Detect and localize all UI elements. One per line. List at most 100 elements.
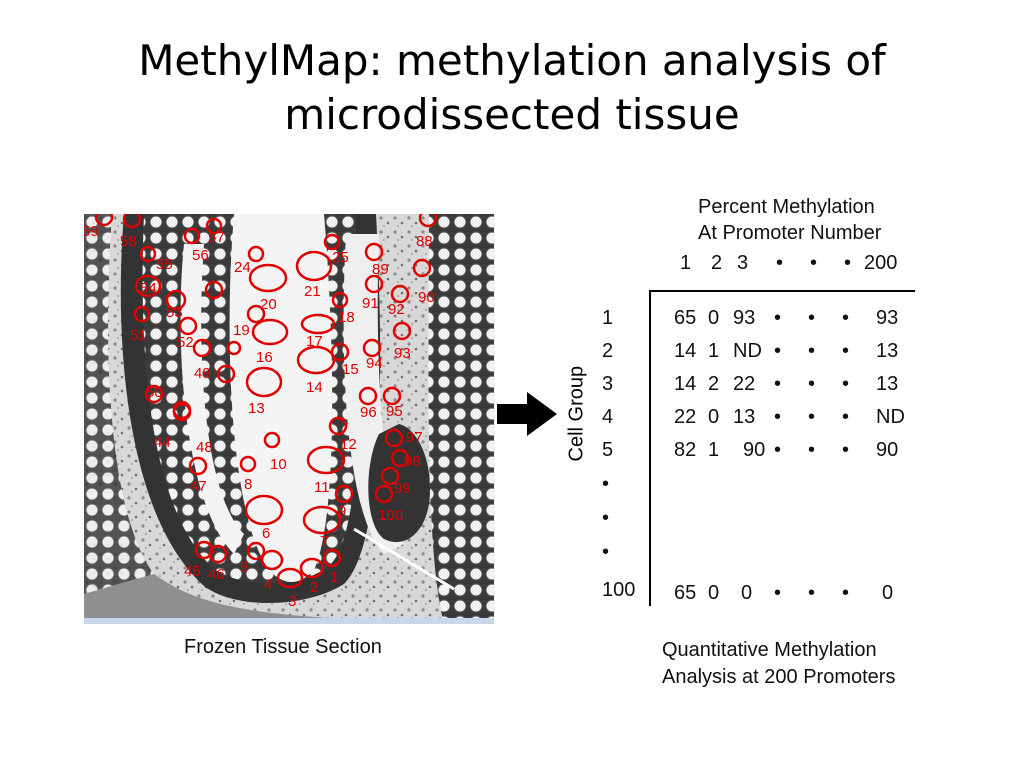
microdissection-circle [245, 366, 283, 398]
microdissection-circle [323, 233, 341, 251]
cell-group-row-label: 2 [602, 340, 614, 362]
microdissection-circle [172, 400, 192, 420]
cell-group-number-label: 7 [320, 533, 328, 550]
methylation-value-cell: 13 [876, 373, 899, 395]
promoter-column-header: 2 [711, 252, 723, 274]
cell-group-number-label: 95 [386, 403, 403, 420]
methylation-value-cell: • [808, 406, 816, 428]
cell-group-number-label: 10 [270, 456, 287, 473]
cell-group-number-label: 46 [208, 566, 225, 583]
cell-group-number-label: 1 [330, 569, 338, 586]
microdissection-circle [165, 289, 187, 311]
microdissection-circle [392, 321, 412, 341]
methylation-value-cell: 1 [708, 439, 720, 461]
microdissection-circle [276, 567, 304, 589]
cell-group-number-label: 51 [130, 327, 147, 344]
microdissection-circle [226, 340, 242, 356]
cell-group-number-label: 88 [416, 233, 433, 250]
methylation-value-cell: 0 [741, 582, 753, 604]
methylation-value-cell: • [808, 439, 816, 461]
methylation-value-cell: 14 [674, 373, 697, 395]
cell-group-row-label: 5 [602, 439, 614, 461]
cell-group-number-label: 9 [338, 503, 346, 520]
methylation-value-cell: • [774, 307, 782, 329]
cell-group-number-label: 44 [154, 434, 171, 451]
methylation-value-cell: 22 [733, 373, 756, 395]
promoter-column-header: • [844, 252, 852, 274]
microdissection-circle [418, 214, 438, 228]
promoter-column-header: • [776, 252, 784, 274]
microdissection-circle [188, 456, 208, 476]
methylation-value-cell: 93 [733, 307, 756, 329]
cell-group-number-label: 90 [418, 289, 435, 306]
methylation-value-cell: • [774, 340, 782, 362]
microdissection-circle [382, 386, 402, 406]
cell-group-number-label: 3 [288, 593, 296, 610]
methylation-value-cell: 90 [876, 439, 899, 461]
methylation-value-cell: 22 [674, 406, 697, 428]
cell-group-number-label: 56 [192, 247, 209, 264]
microdissection-circle [122, 214, 142, 229]
cell-group-number-label: 48 [196, 439, 213, 456]
methylation-value-cell: 13 [733, 406, 756, 428]
microdissection-circle [247, 245, 265, 263]
methylation-value-cell: 0 [708, 582, 720, 604]
cell-group-number-label: 14 [306, 379, 323, 396]
promoter-column-header: 200 [864, 252, 898, 274]
cell-group-number-label: 98 [404, 453, 421, 470]
methylation-value-cell: • [774, 582, 782, 604]
methylation-value-cell: 90 [743, 439, 766, 461]
microdissection-circle [334, 484, 354, 504]
microdissection-circle [192, 338, 212, 358]
title-line-1: MethylMap: methylation analysis of [138, 36, 886, 85]
microdissection-circle [374, 484, 394, 504]
slide-title: MethylMap: methylation analysis of micro… [0, 34, 1024, 142]
methylation-value-cell: • [842, 373, 850, 395]
methylation-value-cell: • [808, 373, 816, 395]
methylation-value-cell: 14 [674, 340, 697, 362]
cell-group-number-label: 45 [184, 563, 201, 580]
table-vertical-rule [649, 290, 651, 606]
microdissection-circle [139, 245, 157, 263]
cell-group-number-label: 11 [314, 479, 330, 496]
cell-group-number-label: 17 [306, 333, 323, 350]
microdissection-circle [260, 549, 284, 571]
microdissection-circle [205, 217, 223, 235]
cell-group-number-label: 54 [140, 280, 157, 297]
cell-group-number-label: 21 [304, 283, 321, 300]
methylation-value-cell: 93 [876, 307, 899, 329]
microdissection-circle [328, 416, 348, 436]
methylation-value-cell: • [808, 340, 816, 362]
methylation-value-cell: • [842, 582, 850, 604]
methylation-value-cell: • [774, 439, 782, 461]
table-horizontal-rule [649, 290, 915, 292]
microdissection-circle [216, 364, 236, 384]
methylation-value-cell: 1 [708, 340, 720, 362]
microdissection-circle [331, 291, 349, 309]
methylation-value-cell: • [774, 406, 782, 428]
cell-group-number-label: 49 [194, 365, 211, 382]
cell-group-number-label: 55 [156, 256, 173, 273]
cell-group-number-label: 47 [190, 478, 207, 495]
microdissection-circle [412, 258, 432, 278]
methylation-value-cell: 65 [674, 307, 697, 329]
microdissection-circle [263, 431, 281, 449]
table-header-line-1: Percent Methylation [698, 196, 875, 218]
cell-group-row-label: • [602, 541, 610, 563]
microdissection-circle [364, 274, 384, 294]
methylation-value-cell: 0 [882, 582, 894, 604]
cell-group-number-label: 100 [378, 507, 403, 524]
methylation-value-cell: • [808, 307, 816, 329]
methylation-value-cell: 0 [708, 307, 720, 329]
cell-group-number-label: 52 [177, 334, 194, 351]
methylation-value-cell: • [842, 340, 850, 362]
quantitative-caption: Quantitative Methylation Analysis at 200… [662, 637, 895, 691]
microdissection-circle [239, 455, 257, 473]
microdissection-circle [244, 494, 284, 526]
microdissection-circle [358, 386, 378, 406]
quantitative-caption-line-2: Analysis at 200 Promoters [662, 666, 896, 688]
methylation-value-cell: • [842, 439, 850, 461]
cell-group-row-label: • [602, 507, 610, 529]
microdissection-circle [384, 428, 404, 448]
